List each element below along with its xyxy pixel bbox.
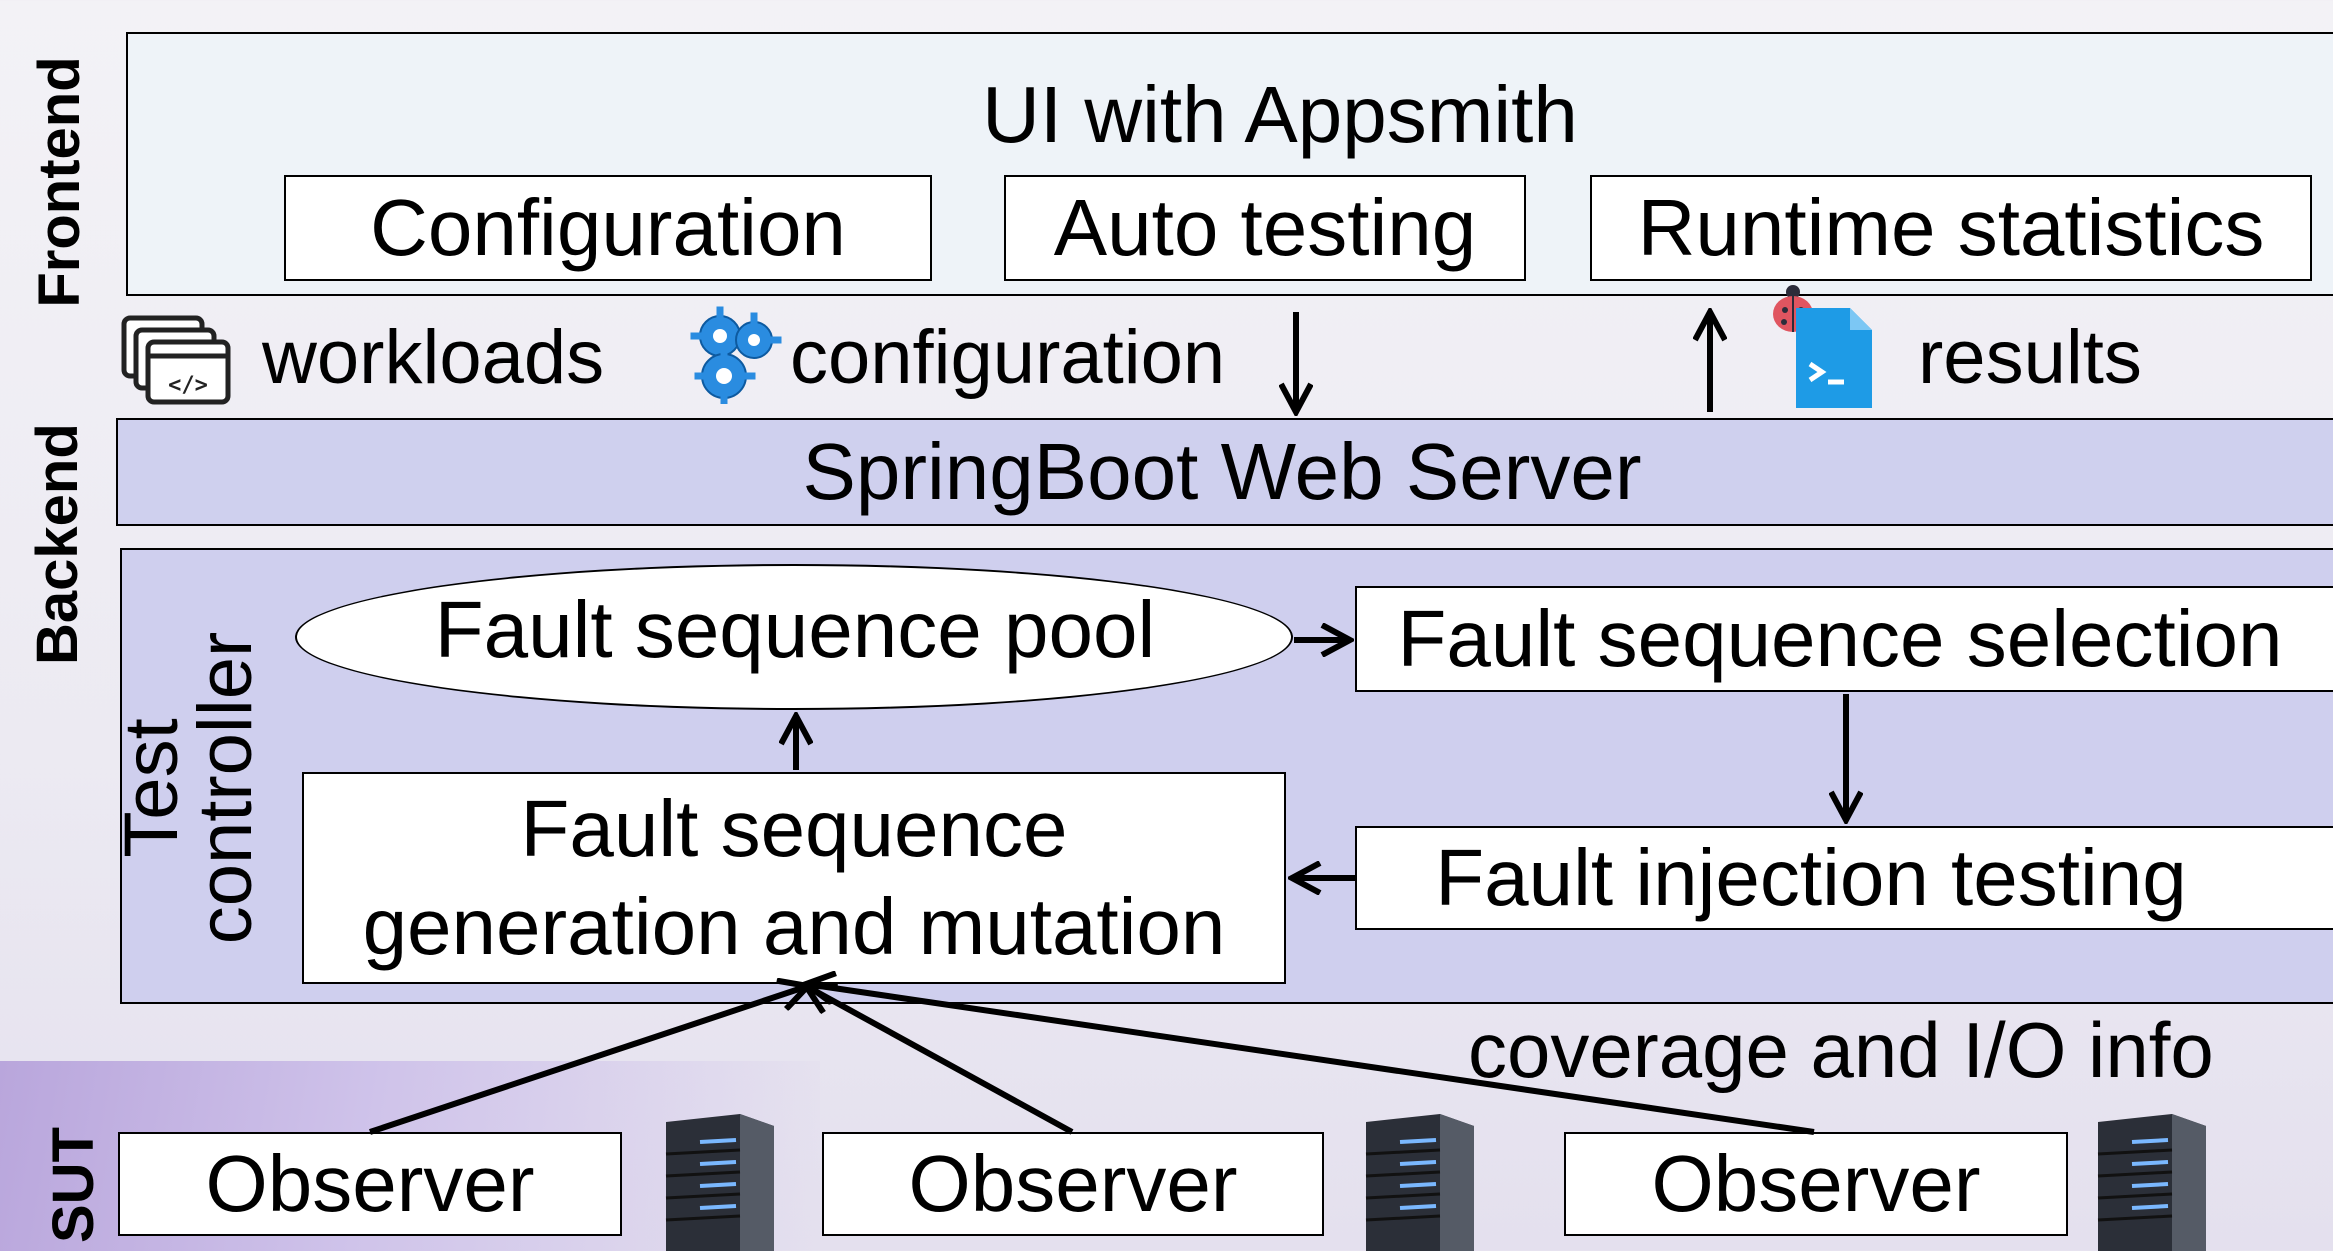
server-icon bbox=[2097, 1114, 2206, 1251]
code-window-icon: </> bbox=[121, 315, 231, 405]
fault-sequence-pool bbox=[295, 564, 1293, 710]
observer2-feedback-arrow bbox=[806, 986, 1074, 1135]
generation-line1: Fault sequence bbox=[520, 784, 1068, 873]
fault-sequence-pool-label: Fault sequence pool bbox=[434, 585, 1156, 674]
springboot-web-server: SpringBoot Web Server bbox=[116, 418, 2333, 526]
web-server-label: SpringBoot Web Server bbox=[802, 427, 1642, 516]
configuration-module-label: Configuration bbox=[370, 183, 846, 272]
generation-line2: generation and mutation bbox=[362, 882, 1226, 971]
runtime-statistics-module: Runtime statistics bbox=[1590, 175, 2312, 281]
fault-injection-testing-label: Fault injection testing bbox=[1435, 833, 2187, 922]
configuration-flow-label: configuration bbox=[790, 315, 1226, 400]
svg-text:</>: </> bbox=[168, 373, 208, 398]
observer-3: Observer bbox=[1564, 1132, 2068, 1236]
configuration-module: Configuration bbox=[284, 175, 932, 281]
frontend-title: UI with Appsmith bbox=[982, 70, 1578, 159]
observer-1: Observer bbox=[118, 1132, 622, 1236]
fault-sequence-selection-label: Fault sequence selection bbox=[1397, 594, 2283, 683]
gears-icon bbox=[690, 306, 782, 404]
auto-testing-module-label: Auto testing bbox=[1053, 183, 1477, 272]
fault-sequence-generation: Fault sequence generation and mutation bbox=[302, 772, 1286, 984]
observer-2-label: Observer bbox=[908, 1139, 1238, 1228]
results-label: results bbox=[1918, 315, 2142, 400]
fault-sequence-selection: Fault sequence selection bbox=[1355, 586, 2333, 692]
observer-3-label: Observer bbox=[1651, 1139, 1981, 1228]
observer-1-label: Observer bbox=[205, 1139, 535, 1228]
observer-2: Observer bbox=[822, 1132, 1324, 1236]
coverage-io-info-label: coverage and I/O info bbox=[1468, 1006, 2214, 1094]
auto-testing-module: Auto testing bbox=[1004, 175, 1526, 281]
server-icon bbox=[1365, 1114, 1474, 1251]
fault-injection-testing: Fault injection testing bbox=[1355, 826, 2333, 930]
server-icon bbox=[665, 1114, 774, 1251]
runtime-statistics-module-label: Runtime statistics bbox=[1637, 183, 2265, 272]
observer1-feedback-arrow bbox=[369, 986, 808, 1135]
terminal-file-icon bbox=[1796, 308, 1872, 408]
workloads-label: workloads bbox=[262, 315, 605, 400]
observer3-feedback-arrow bbox=[806, 984, 1815, 1135]
